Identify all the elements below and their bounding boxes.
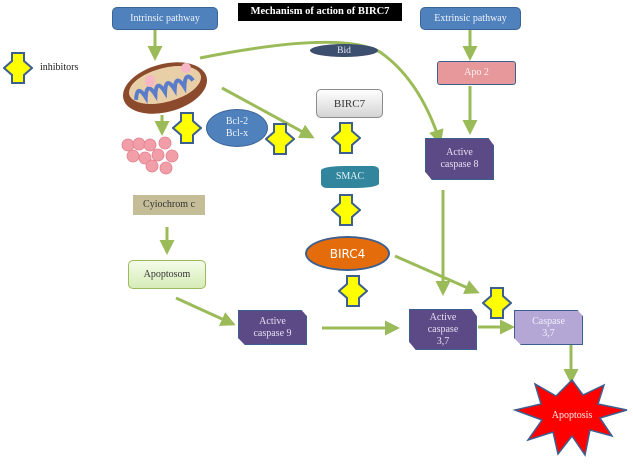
caspase37b-line1: Caspase (532, 315, 565, 327)
intrinsic-pathway-box: Intrinsic pathway (112, 7, 218, 30)
inhibitor-icon-birc7-smac (331, 122, 361, 154)
active-caspase-9-box: Active caspase 9 (238, 310, 307, 345)
apoptosom-box: Apoptosom (128, 260, 206, 289)
legend-inhibitor-icon (3, 52, 33, 84)
smac-banner: SMAC (321, 166, 379, 188)
active-caspase-8-box: Active caspase 8 (425, 138, 494, 180)
caspase9-line2: caspase 9 (253, 327, 292, 339)
bclx-label: Bcl-x (225, 128, 249, 139)
caspase37a-line3: 3,7 (436, 335, 450, 347)
cytochrome-cluster-icon (121, 136, 179, 175)
cytochrome-c-box: Cyiochrom c (133, 195, 205, 215)
caspase37b-line2: 3,7 (542, 327, 555, 339)
inhibitor-icon-caspase37 (482, 287, 512, 319)
caspase9-line1: Active (259, 315, 286, 327)
bcl2-label: Bcl-2 (225, 116, 249, 127)
arrow-mito-to-smac (221, 86, 315, 139)
inhibitor-icon-birc4-below (338, 275, 368, 307)
caspase37a-line1: Active (429, 311, 457, 323)
diagram-title: Mechanism of action of BIRC7 (238, 3, 402, 21)
apoptosis-label: Apoptosis (551, 410, 593, 421)
caspase-37-box: Caspase 3,7 (514, 310, 583, 345)
bid-ellipse: Bid (310, 44, 378, 57)
caspase8-line2: caspase 8 (440, 159, 479, 170)
legend-inhibitors-label: inhibitors (40, 62, 79, 73)
inhibitor-icon-bcl-left (172, 112, 202, 144)
caspase8-line1: Active (446, 147, 473, 158)
arrow-birc4-to-caspase37 (394, 254, 480, 295)
apoptosis-star-icon (512, 378, 628, 457)
inhibitor-icon-smac-birc4 (331, 194, 361, 226)
mitochondrion-icon (123, 62, 207, 114)
extrinsic-pathway-box: Extrinsic pathway (420, 7, 521, 30)
arrow-apoptosom-to-caspase9 (175, 296, 236, 326)
birc7-box: BIRC7 (316, 89, 383, 118)
birc4-ellipse: BIRC4 (305, 236, 390, 271)
active-caspase-37-box: Active caspase 3,7 (409, 309, 477, 350)
bcl-ellipse: Bcl-2 Bcl-x (206, 109, 268, 147)
inhibitor-icon-bcl-right (265, 123, 295, 155)
caspase37a-line2: caspase (427, 323, 459, 335)
apo2-box: Apo 2 (437, 61, 516, 85)
